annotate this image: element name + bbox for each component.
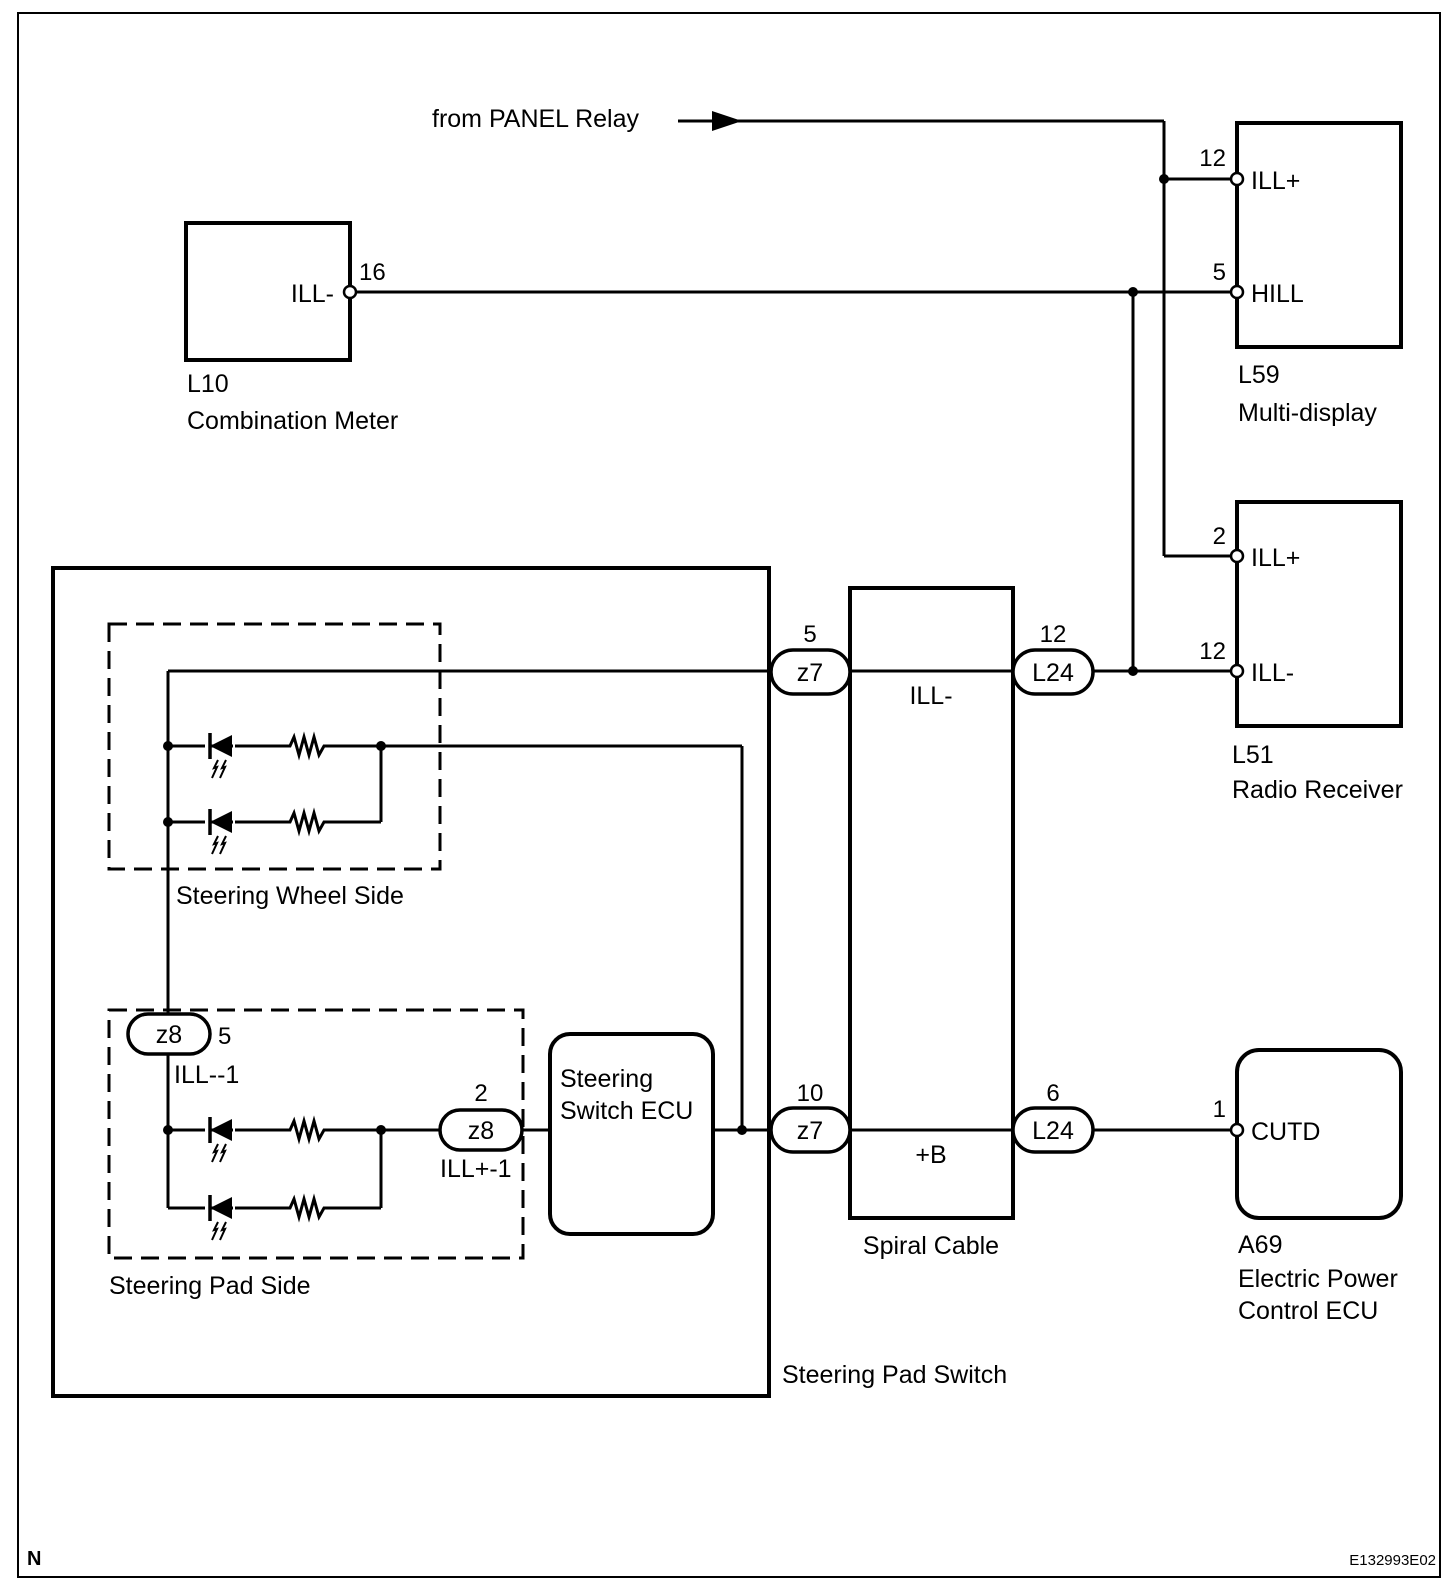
spiral-cable-lower-signal: +B: [915, 1141, 946, 1169]
connector-z8-left-signal: ILL--1: [174, 1061, 239, 1089]
steering-pad-switch-box: [51, 566, 771, 1398]
led-icon: [207, 807, 235, 856]
outer-frame: [17, 12, 1441, 1578]
resistor-icon: [284, 1119, 330, 1141]
led-icon: [207, 731, 235, 780]
radio-receiver-terminal-2: ILL-: [1251, 659, 1294, 687]
spiral-cable-name: Spiral Cable: [863, 1232, 999, 1260]
led-icon: [207, 1193, 235, 1242]
radio-receiver-pin-2: 12: [1199, 638, 1226, 665]
steering-wheel-side-label: Steering Wheel Side: [176, 882, 404, 910]
spiral-cable-upper-signal: ILL-: [909, 682, 952, 710]
combination-meter-name: Combination Meter: [187, 407, 398, 435]
arrow-icon: [712, 111, 742, 131]
connector-z7-top: [769, 648, 852, 696]
connector-l24-top: [1011, 648, 1095, 696]
connector-z8-mid-pin: 2: [474, 1080, 487, 1107]
connector-z8-mid-id: z8: [468, 1117, 494, 1145]
steering-pad-switch-label: Steering Pad Switch: [782, 1361, 1007, 1389]
connector-z8-left-id: z8: [156, 1021, 182, 1049]
multi-display-terminal-2: HILL: [1251, 280, 1304, 308]
steering-pad-side-label: Steering Pad Side: [109, 1272, 311, 1300]
connector-z8-left: [126, 1012, 212, 1056]
steering-switch-ecu-box: [548, 1032, 715, 1236]
steering-wheel-side-group: [107, 622, 442, 871]
connector-z8-left-pin: 5: [218, 1023, 231, 1050]
resistor-icon: [284, 1197, 330, 1219]
radio-receiver-terminal-1: ILL+: [1251, 544, 1300, 572]
connector-l24-top-id: L24: [1032, 659, 1074, 687]
wires: [166, 111, 1234, 1210]
radio-receiver-box: [1235, 500, 1403, 728]
combination-meter-terminal-label: ILL-: [291, 280, 334, 308]
figure-code: E132993E02: [1349, 1552, 1436, 1569]
connector-z8-mid-signal: ILL+-1: [440, 1155, 512, 1183]
steering-pad-side-group: [107, 1008, 525, 1260]
spiral-cable-box: [848, 586, 1015, 1220]
connector-z7-top-pin: 5: [803, 621, 816, 648]
multi-display-pin-2: 5: [1213, 259, 1226, 286]
combination-meter-code: L10: [187, 370, 229, 398]
multi-display-code: L59: [1238, 361, 1280, 389]
led-icon: [207, 1115, 235, 1164]
power-control-ecu-name-line2: Control ECU: [1238, 1297, 1378, 1325]
connector-z7-bottom-pin: 10: [797, 1080, 824, 1107]
radio-receiver-pin-1: 2: [1213, 523, 1226, 550]
resistor-icon: [284, 811, 330, 833]
source-label: from PANEL Relay: [432, 105, 640, 133]
multi-display-pin-1: 12: [1199, 145, 1226, 172]
terminals: [342, 171, 1245, 1138]
multi-display-name: Multi-display: [1238, 399, 1377, 427]
steering-switch-ecu-line1: Steering: [560, 1065, 653, 1093]
connector-l24-top-pin: 12: [1040, 621, 1067, 648]
power-control-ecu-terminal: CUTD: [1251, 1118, 1320, 1146]
radio-receiver-code: L51: [1232, 741, 1274, 769]
multi-display-terminal-1: ILL+: [1251, 167, 1300, 195]
resistor-icon: [284, 735, 330, 757]
junction-dots: [163, 174, 1169, 1135]
corner-letter: N: [27, 1548, 41, 1570]
connector-z8-mid: [438, 1108, 524, 1152]
steering-switch-ecu-line2: Switch ECU: [560, 1097, 693, 1125]
connector-z7-bottom: [769, 1106, 852, 1154]
power-control-ecu-name-line1: Electric Power: [1238, 1265, 1398, 1293]
connector-l24-bottom-pin: 6: [1046, 1080, 1059, 1107]
connector-z7-top-id: z7: [797, 659, 823, 687]
power-control-ecu-pin: 1: [1213, 1096, 1226, 1123]
radio-receiver-name: Radio Receiver: [1232, 776, 1403, 804]
power-control-ecu-code: A69: [1238, 1231, 1282, 1259]
connector-l24-bottom: [1011, 1106, 1095, 1154]
combination-meter-pin: 16: [359, 259, 386, 286]
multi-display-box: [1235, 121, 1403, 349]
connector-z7-bottom-id: z7: [797, 1117, 823, 1145]
connector-l24-bottom-id: L24: [1032, 1117, 1074, 1145]
